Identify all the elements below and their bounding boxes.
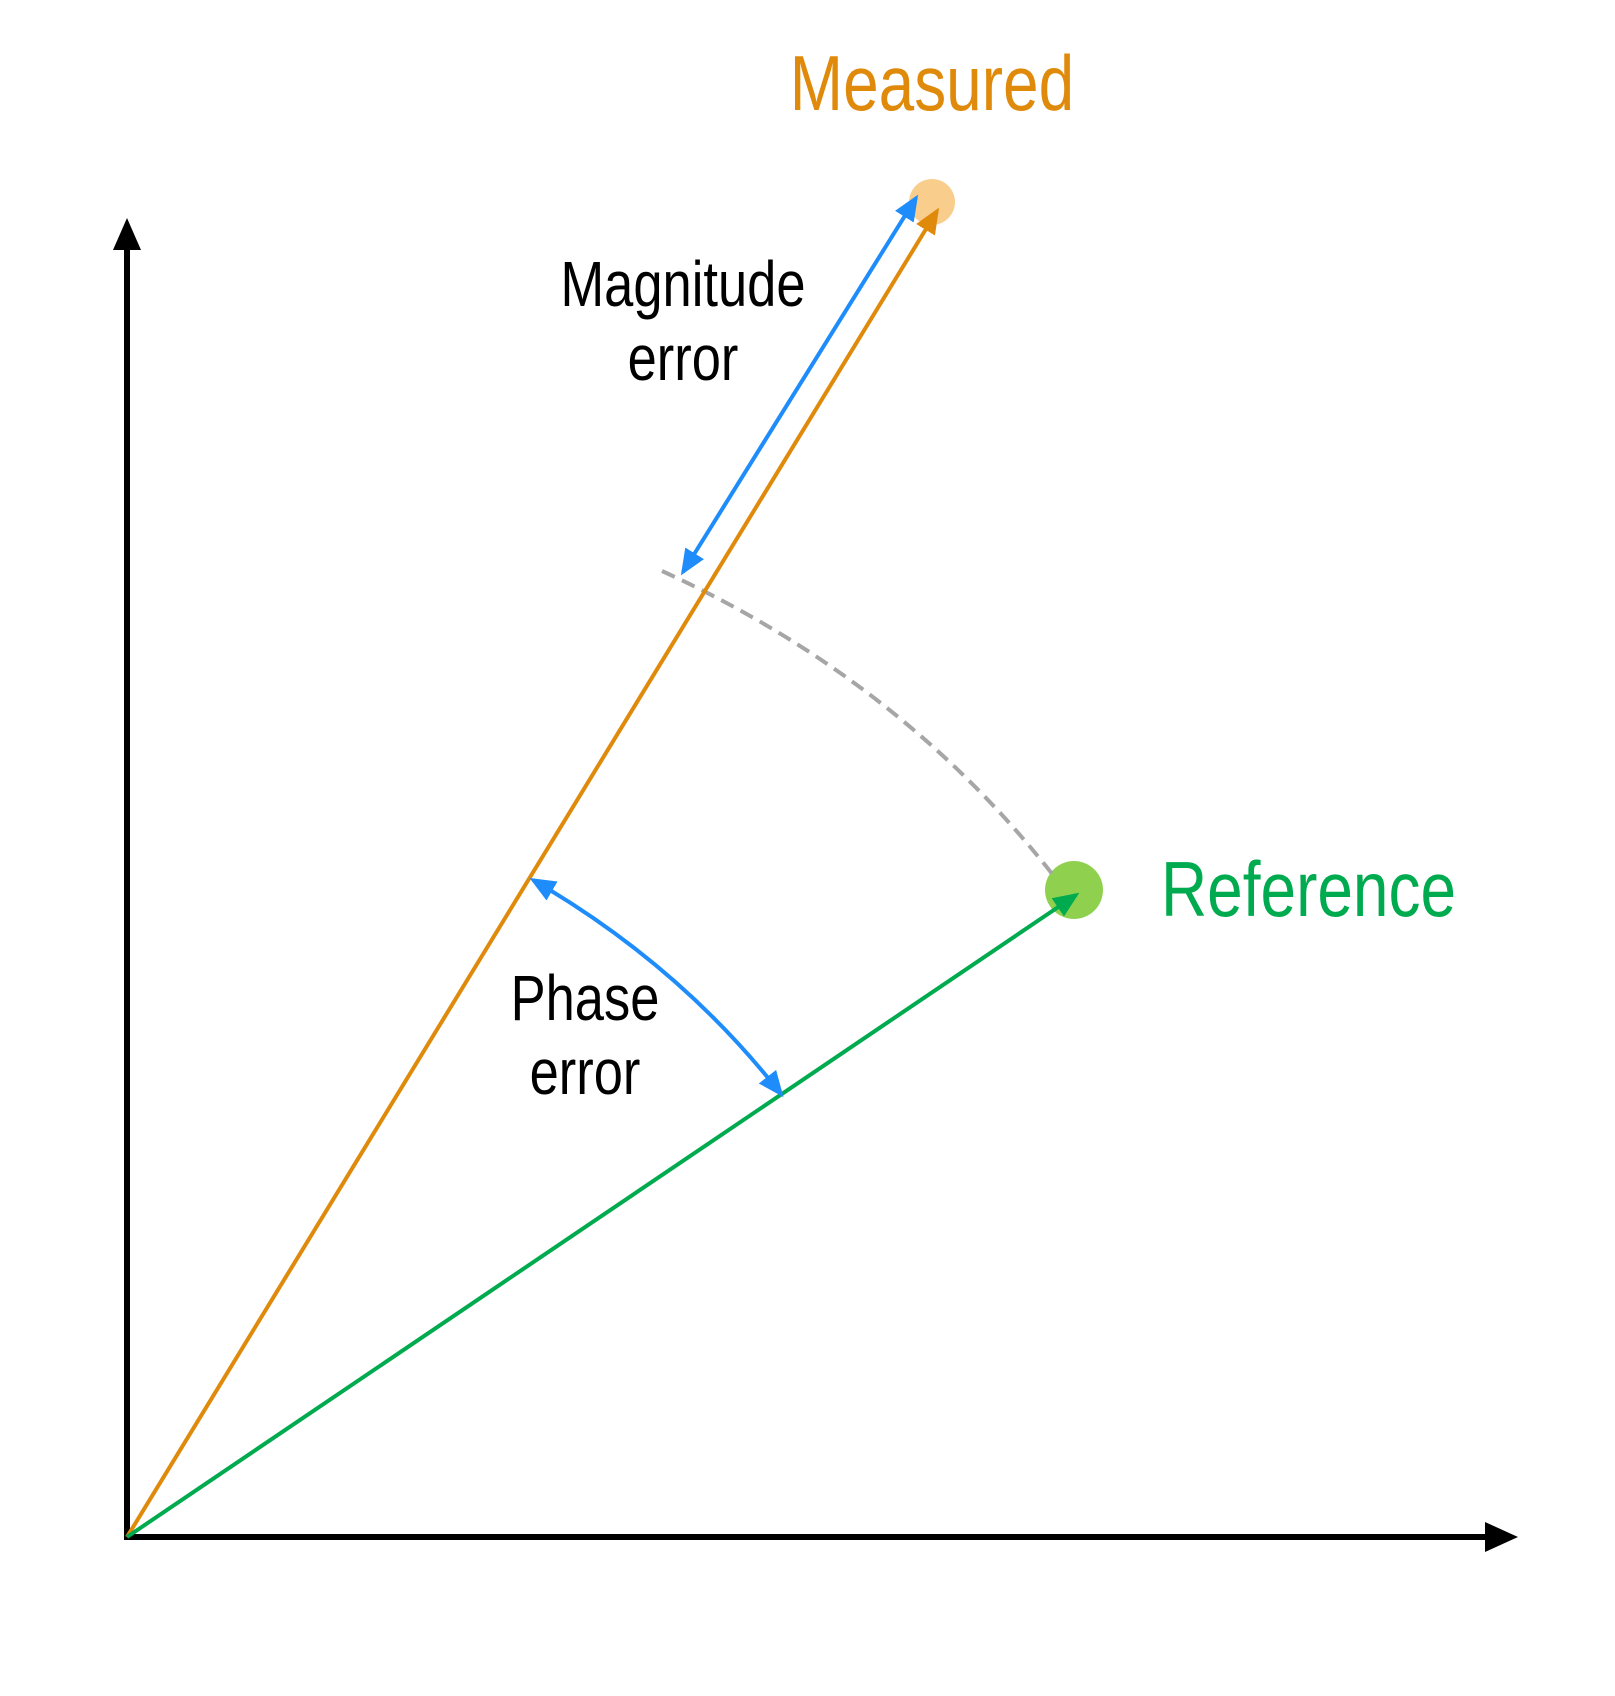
x-axis-arrow-icon [1485, 1522, 1518, 1552]
measured-vector [125, 207, 940, 1539]
phase-error-label-line2: error [530, 1037, 641, 1108]
magnitude-error-label-line1: Magnitude [560, 249, 805, 320]
reference-label: Reference [1161, 846, 1456, 933]
y-axis [113, 218, 141, 1540]
reference-vector [125, 892, 1080, 1539]
phase-error-label-line1: Phase [511, 963, 660, 1034]
y-axis-arrow-icon [113, 218, 141, 250]
magnitude-error-label-line2: error [628, 323, 739, 394]
measured-label: Measured [790, 40, 1074, 127]
magnitude-error-arrow [680, 194, 919, 576]
phase-error-arrow [529, 877, 784, 1098]
x-axis [124, 1522, 1518, 1552]
reference-magnitude-arc [661, 569, 1055, 877]
